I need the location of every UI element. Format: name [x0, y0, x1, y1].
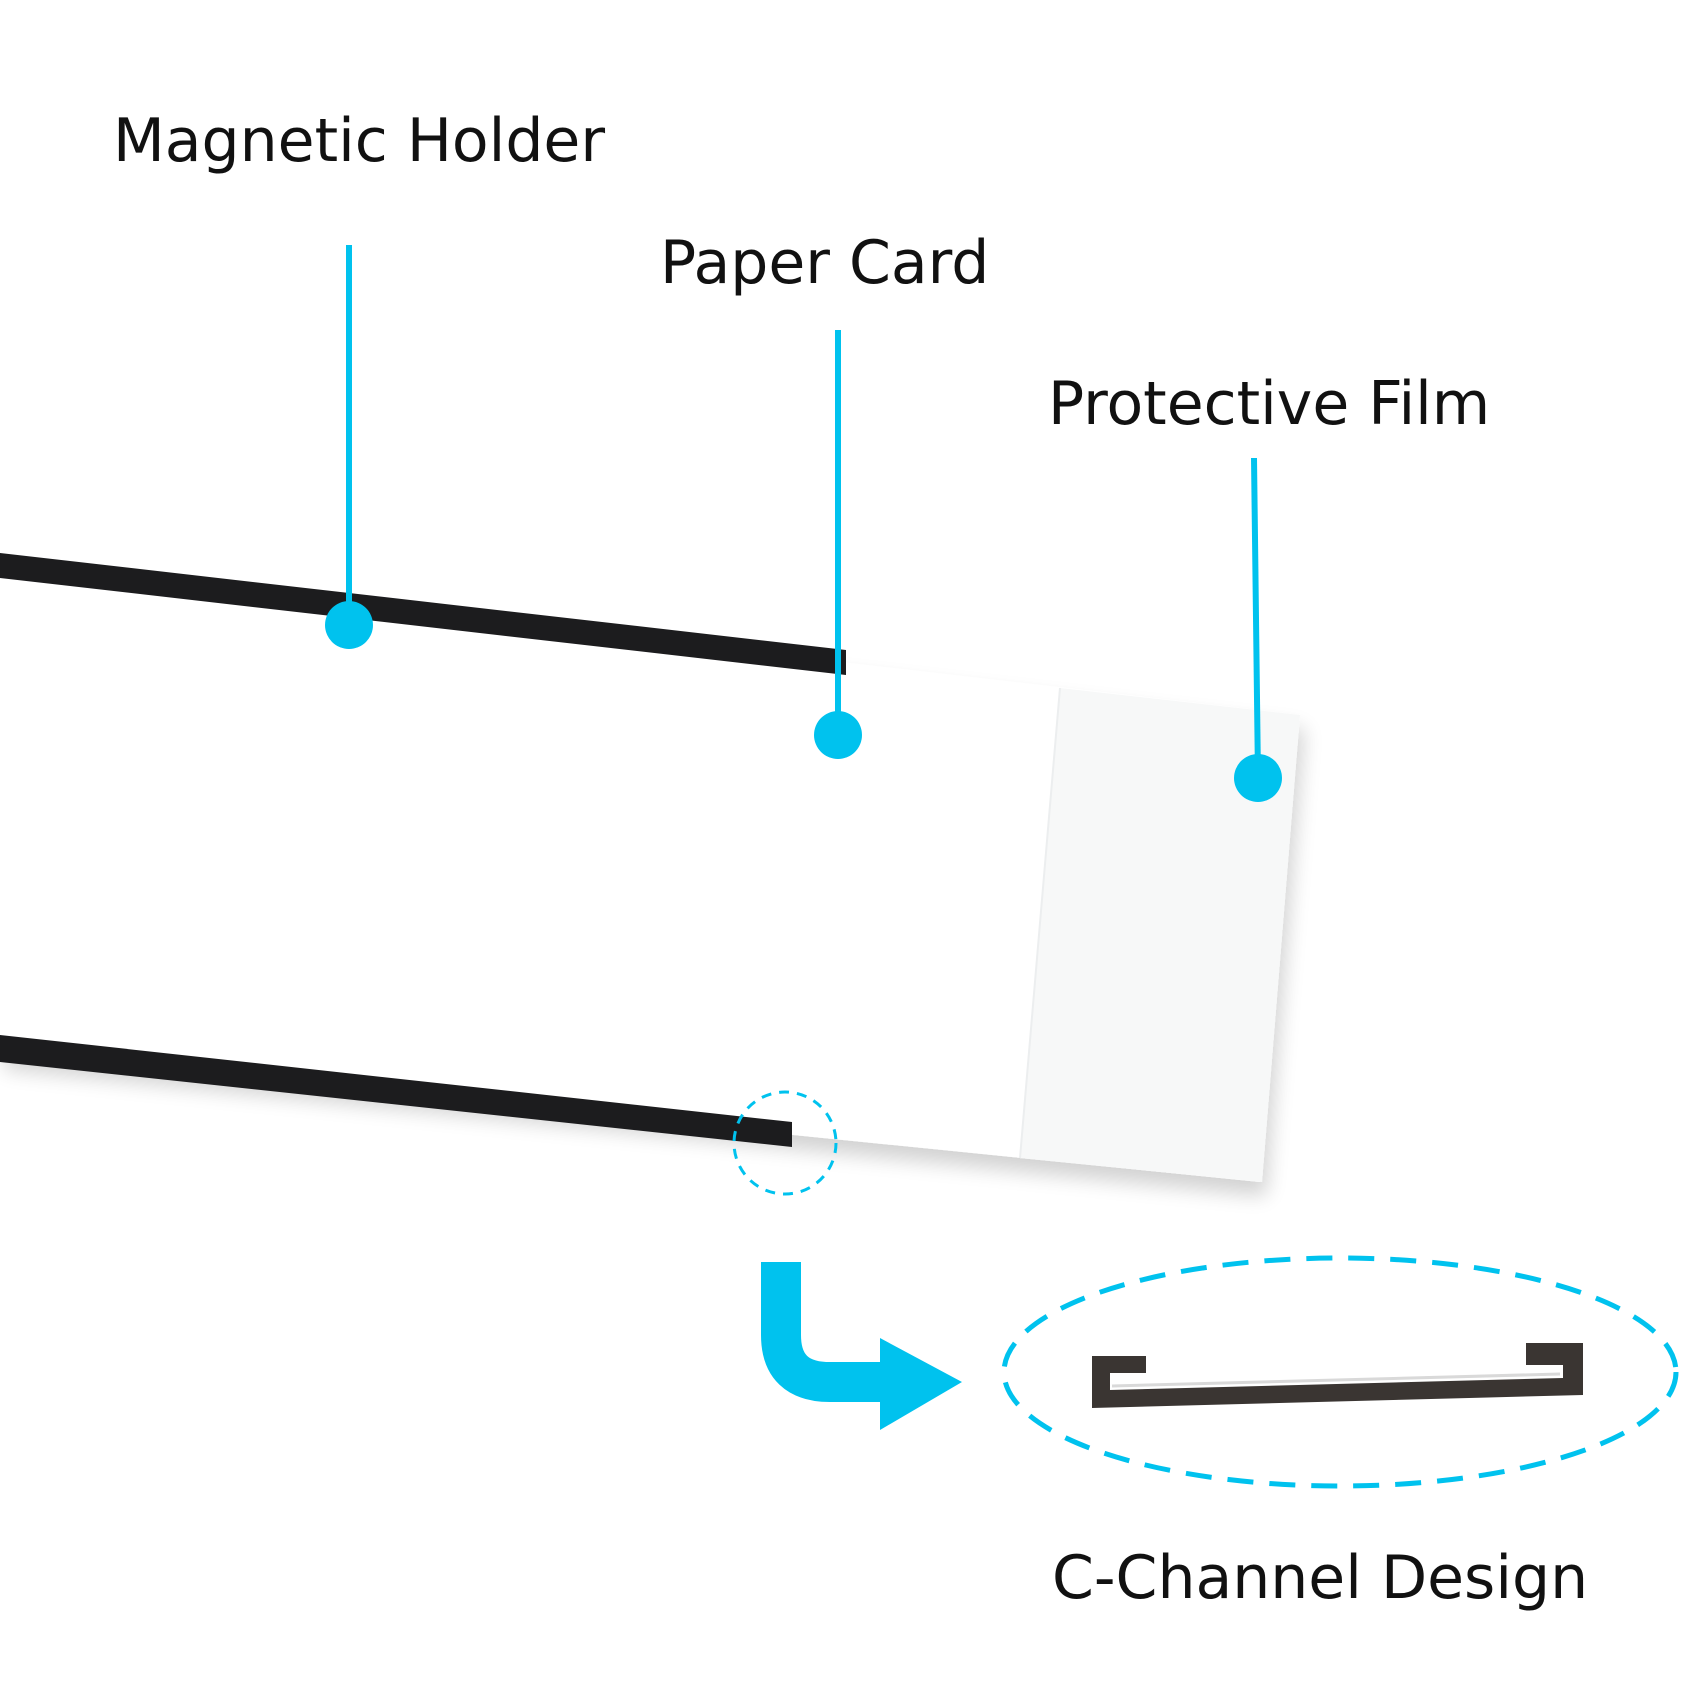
- paper-card: [0, 565, 1300, 1182]
- callout-dot: [814, 711, 862, 759]
- c-channel-design-label: C-Channel Design: [1052, 1543, 1588, 1613]
- zoom-highlight-circle: [732, 1090, 838, 1196]
- paper-card-label: Paper Card: [660, 228, 989, 298]
- callout-magnetic-holder: [325, 245, 373, 649]
- protective-film: [1020, 688, 1300, 1182]
- protective-film-label: Protective Film: [1048, 369, 1490, 439]
- callout-paper-card: [814, 330, 862, 759]
- callout-line: [1251, 457, 1261, 779]
- arrow-icon: [761, 1262, 962, 1430]
- callout-dot: [1234, 754, 1282, 802]
- arrow-shaft: [761, 1262, 885, 1402]
- magnetic-holder-bottom-strip: [0, 1035, 792, 1147]
- c-channel-shape: [1092, 1343, 1583, 1408]
- callout-protective-film: [1234, 457, 1282, 802]
- c-channel-inner-highlight: [1111, 1372, 1561, 1388]
- label-card: [0, 565, 1300, 1182]
- magnetic-holder-top-strip: [0, 553, 846, 675]
- film-edge: [1019, 687, 1061, 1159]
- c-channel-ellipse: [1001, 1255, 1679, 1489]
- arrow-head: [880, 1338, 962, 1430]
- magnetic-holder-label: Magnetic Holder: [113, 106, 605, 176]
- c-channel-profile-icon: [1092, 1343, 1583, 1408]
- callout-dot: [325, 601, 373, 649]
